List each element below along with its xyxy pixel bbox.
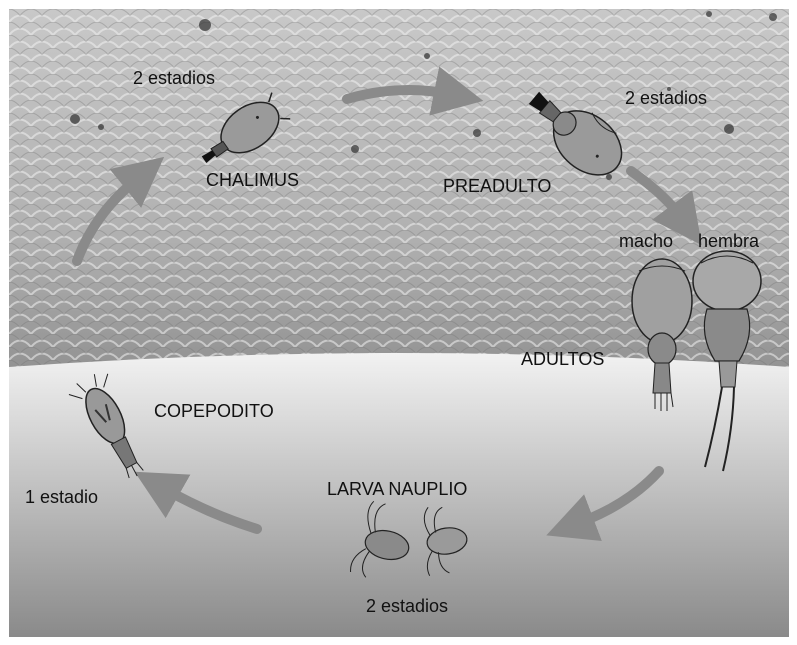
preadulto-label: PREADULTO	[443, 177, 551, 195]
macho-label: macho	[619, 232, 673, 250]
chalimus-label: CHALIMUS	[206, 171, 299, 189]
copepodito-stages-label: 1 estadio	[25, 488, 98, 506]
life-cycle-diagram: 2 estadios CHALIMUS PREADULTO 2 estadios…	[9, 9, 789, 637]
nauplio-stages-label: 2 estadios	[366, 597, 448, 615]
chalimus-stages-label: 2 estadios	[133, 69, 215, 87]
hembra-label: hembra	[698, 232, 759, 250]
adultos-label: ADULTOS	[521, 350, 604, 368]
larva-nauplio-label: LARVA NAUPLIO	[327, 480, 467, 498]
preadulto-stages-label: 2 estadios	[625, 89, 707, 107]
copepodito-label: COPEPODITO	[154, 402, 274, 420]
